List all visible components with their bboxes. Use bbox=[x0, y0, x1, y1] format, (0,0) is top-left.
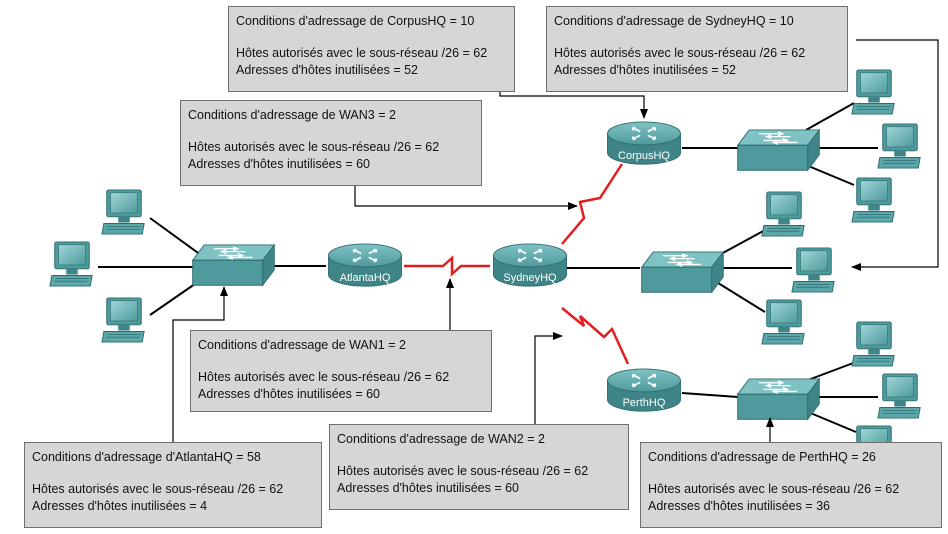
router-label-perth: PerthHQ bbox=[623, 397, 666, 409]
info-unused: Adresses d'hôtes inutilisées = 36 bbox=[648, 499, 831, 513]
info-hosts: Hôtes autorisés avec le sous-réseau /26 … bbox=[554, 46, 806, 60]
info-unused: Adresses d'hôtes inutilisées = 60 bbox=[198, 387, 381, 401]
pc-icon bbox=[761, 299, 805, 345]
info-title: Conditions d'adressage de WAN2 = 2 bbox=[337, 432, 545, 446]
pc-group-corpus bbox=[851, 69, 921, 223]
pc-icon bbox=[101, 189, 145, 235]
pc-icon bbox=[49, 241, 93, 287]
info-hosts: Hôtes autorisés avec le sous-réseau /26 … bbox=[337, 464, 589, 478]
info-unused: Adresses d'hôtes inutilisées = 52 bbox=[236, 63, 419, 77]
info-hosts: Hôtes autorisés avec le sous-réseau /26 … bbox=[236, 46, 488, 60]
info-unused: Adresses d'hôtes inutilisées = 52 bbox=[554, 63, 737, 77]
info-box-perthhq: Conditions d'adressage de PerthHQ = 26 H… bbox=[640, 442, 942, 528]
info-unused: Adresses d'hôtes inutilisées = 60 bbox=[188, 157, 371, 171]
pc-icon bbox=[851, 177, 895, 223]
switch-atlanta bbox=[191, 244, 275, 286]
info-hosts: Hôtes autorisés avec le sous-réseau /26 … bbox=[188, 140, 440, 154]
pc-icon bbox=[877, 373, 921, 419]
switch-corpus bbox=[736, 129, 820, 171]
switch-sydney bbox=[640, 251, 724, 293]
info-title: Conditions d'adressage de SydneyHQ = 10 bbox=[554, 14, 794, 28]
router-label-corpus: CorpusHQ bbox=[618, 150, 670, 162]
switch-perth bbox=[736, 378, 820, 420]
callout-arrows bbox=[172, 39, 939, 442]
info-title: Conditions d'adressage de WAN1 = 2 bbox=[198, 338, 406, 352]
info-hosts: Hôtes autorisés avec le sous-réseau /26 … bbox=[198, 370, 450, 384]
info-box-wan1: Conditions d'adressage de WAN1 = 2 Hôtes… bbox=[190, 330, 492, 412]
info-box-sydneyhq: Conditions d'adressage de SydneyHQ = 10 … bbox=[546, 6, 848, 92]
info-title: Conditions d'adressage de PerthHQ = 26 bbox=[648, 450, 876, 464]
info-title: Conditions d'adressage de CorpusHQ = 10 bbox=[236, 14, 475, 28]
info-box-wan3: Conditions d'adressage de WAN3 = 2 Hôtes… bbox=[180, 100, 482, 186]
info-unused: Adresses d'hôtes inutilisées = 60 bbox=[337, 481, 520, 495]
info-box-wan2: Conditions d'adressage de WAN2 = 2 Hôtes… bbox=[329, 424, 629, 510]
info-hosts: Hôtes autorisés avec le sous-réseau /26 … bbox=[648, 482, 900, 496]
lan-links bbox=[98, 102, 878, 433]
wan-links bbox=[404, 163, 630, 365]
info-unused: Adresses d'hôtes inutilisées = 4 bbox=[32, 499, 208, 513]
info-box-atlantahq: Conditions d'adressage d'AtlantaHQ = 58 … bbox=[24, 442, 322, 528]
router-label-sydney: SydneyHQ bbox=[503, 272, 557, 284]
info-title: Conditions d'adressage de WAN3 = 2 bbox=[188, 108, 396, 122]
router-label-atlanta: AtlantaHQ bbox=[340, 272, 391, 284]
info-title: Conditions d'adressage d'AtlantaHQ = 58 bbox=[32, 450, 261, 464]
pc-icon bbox=[791, 247, 835, 293]
pc-icon bbox=[877, 123, 921, 169]
info-box-corpushq: Conditions d'adressage de CorpusHQ = 10 … bbox=[228, 6, 515, 92]
pc-icon bbox=[101, 297, 145, 343]
pc-icon bbox=[851, 69, 895, 115]
pc-icon bbox=[851, 321, 895, 367]
pc-icon bbox=[761, 191, 805, 237]
info-hosts: Hôtes autorisés avec le sous-réseau /26 … bbox=[32, 482, 284, 496]
